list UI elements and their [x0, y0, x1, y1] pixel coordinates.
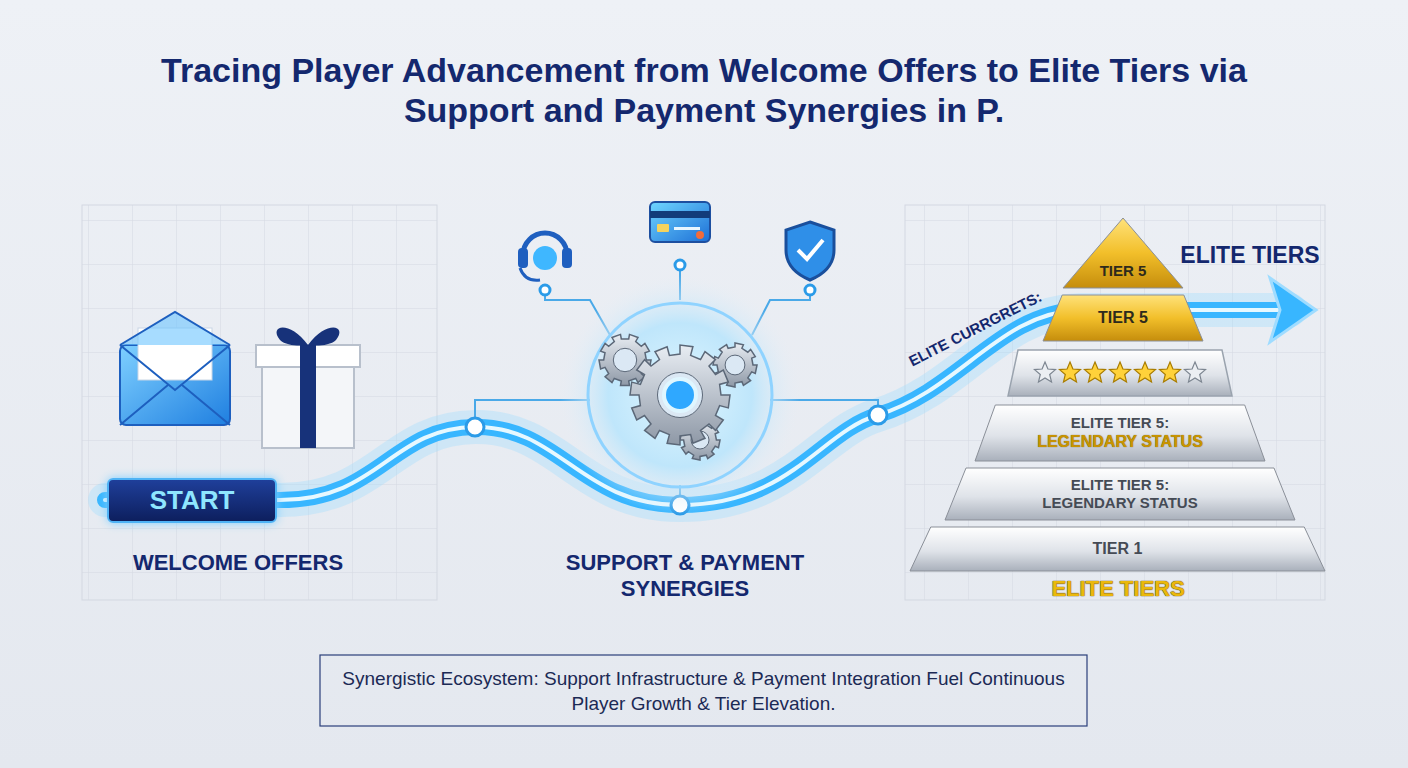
gear-hub — [560, 275, 800, 515]
star — [1135, 362, 1156, 382]
title: Tracing Player Advancement from Welcome … — [54, 50, 1354, 130]
gear-hole — [658, 373, 703, 418]
star — [1110, 362, 1131, 382]
section-label: SUPPORT & PAYMENT SYNERGIES — [535, 550, 835, 602]
headset-icon — [518, 233, 572, 280]
tier-band: TIER 1 — [910, 527, 1325, 571]
node-text: TIER 5 — [1100, 262, 1147, 279]
gear-hole — [725, 355, 745, 375]
gear — [630, 345, 730, 445]
gear-hole — [613, 348, 636, 371]
envelope-icon — [120, 312, 230, 425]
section-label: ELITE TIERS — [1170, 242, 1330, 269]
section-label: WELCOME OFFERS — [88, 550, 388, 576]
node-text: TIER 5 — [1098, 309, 1148, 327]
star — [1160, 362, 1181, 382]
node-text: START — [150, 485, 235, 516]
node-text: ELITE TIER 5: — [1071, 414, 1169, 432]
node-text: LEGENDARY STATUS — [1042, 494, 1197, 512]
star-row-stars — [1035, 362, 1206, 382]
node-text: LEGENDARY STATUS — [1037, 432, 1203, 452]
tier-band: ELITE TIER 5:LEGENDARY STATUS — [945, 468, 1295, 520]
start-button: START — [107, 478, 277, 523]
node-text: ELITE TIER 5: — [1071, 476, 1169, 494]
tier-band: TIER 5 — [1043, 295, 1203, 341]
node-text: TIER 1 — [1093, 540, 1143, 558]
shield-icon — [786, 222, 834, 280]
tier-triangle: TIER 5 — [1063, 218, 1183, 288]
star — [1035, 362, 1056, 382]
section-label: ELITE TIERS — [1018, 576, 1218, 602]
path-dots — [466, 260, 887, 514]
caption: Synergistic Ecosystem: Support Infrastru… — [330, 666, 1077, 716]
tier-band: ELITE TIER 5:LEGENDARY STATUS — [975, 405, 1265, 461]
card-icon — [650, 202, 710, 242]
star — [1185, 362, 1206, 382]
star — [1060, 362, 1081, 382]
gift-icon — [256, 328, 360, 449]
path-label: ELITE CURRGRETS: — [886, 278, 1063, 379]
star — [1085, 362, 1106, 382]
star-row — [1008, 350, 1232, 396]
